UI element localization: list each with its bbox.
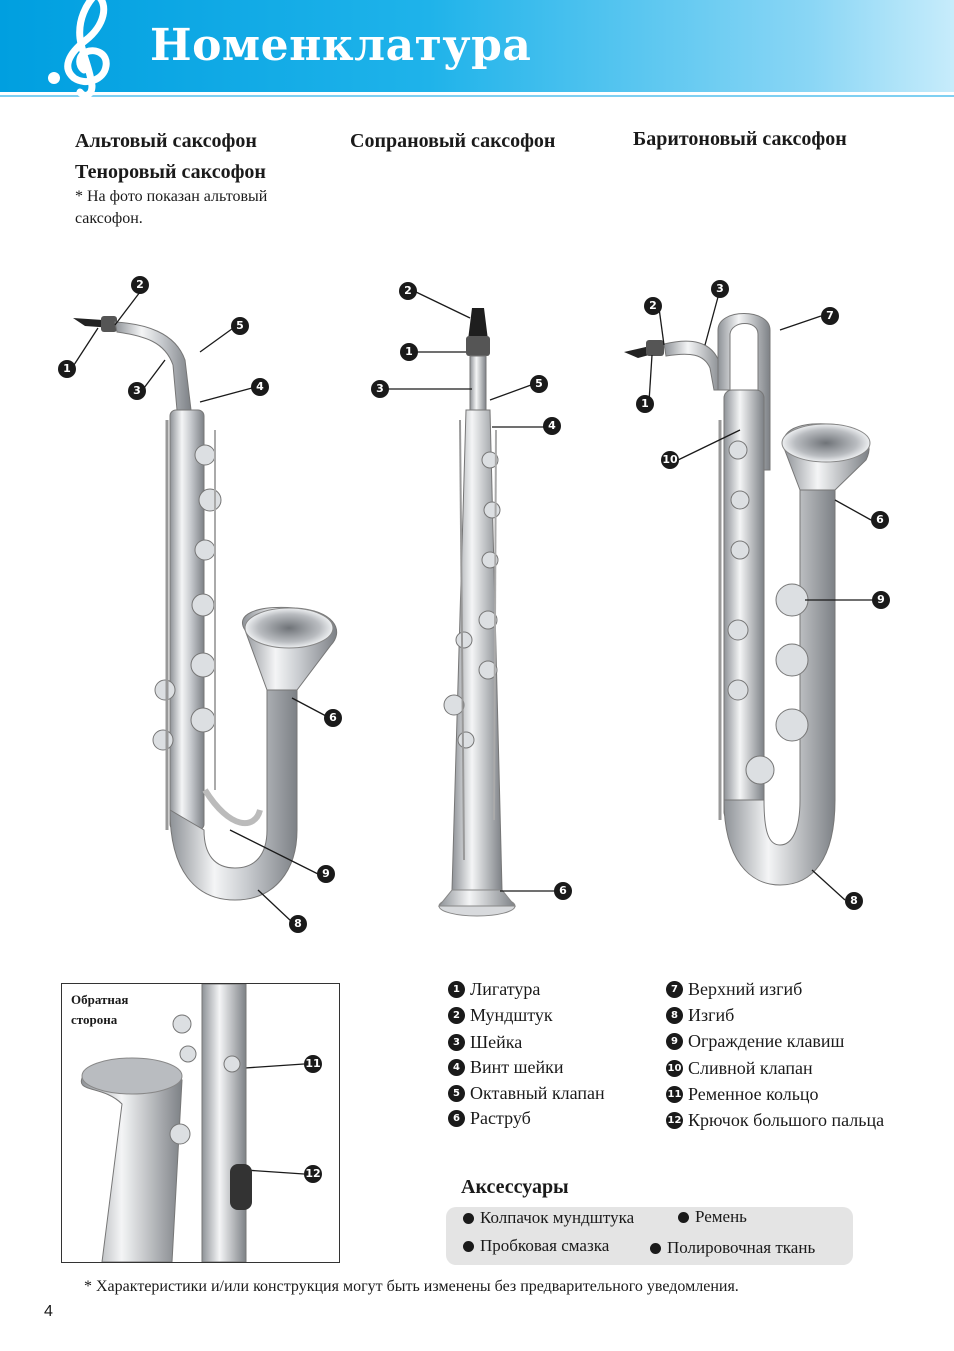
legend-number: 7 [666,981,683,998]
bullet-icon [678,1211,689,1223]
legend-item: 8 Изгиб [666,1005,734,1026]
callout-2: 2 [399,282,417,300]
legend-label: Ограждение клавиш [688,1031,845,1051]
legend-item: 1 Лигатура [448,979,540,1000]
callout-4: 4 [543,417,561,435]
legend-item: 3 Шейка [448,1032,522,1053]
legend-label: Шейка [470,1032,523,1052]
callout-6: 6 [554,882,572,900]
treble-clef-icon [48,0,110,98]
legend-number: 4 [448,1059,465,1076]
legend-number: 12 [666,1112,683,1129]
back-view-panel: Обратная сторона [61,983,340,1263]
accessory-label: Полировочная ткань [667,1238,816,1257]
tenor-title: Теноровый саксофон [75,161,266,183]
callout-9: 9 [317,865,335,883]
baritone-saxophone-image [624,313,871,886]
page-title: Номенклатура [150,20,532,71]
legend-item: 6 Раструб [448,1108,531,1129]
footnote: * Характеристики и/или конструкция могут… [84,1278,739,1295]
callout-1: 1 [400,343,418,361]
callout-6: 6 [324,709,342,727]
accessory-item: Пробковая смазка [463,1236,609,1256]
bullet-icon [463,1212,474,1224]
callout-9: 9 [872,591,890,609]
callout-10: 10 [661,451,679,469]
callout-3: 3 [128,382,146,400]
bullet-icon [650,1242,661,1254]
legend-number: 11 [666,1086,683,1103]
legend-item: 12 Крючок большого пальца [666,1110,884,1131]
legend-number: 6 [448,1110,465,1127]
callout-12: 12 [304,1165,322,1183]
back-view-label: Обратная сторона [71,992,129,1027]
legend-number: 5 [448,1085,465,1102]
header-banner [0,0,954,92]
legend-label: Верхний изгиб [688,979,803,999]
soprano-title: Сопрановый саксофон [350,130,556,152]
callout-5: 5 [530,375,548,393]
legend-item: 7 Верхний изгиб [666,979,802,1000]
alto-note: * На фото показан альтовый саксофон. [75,188,268,227]
accessory-label: Ремень [695,1207,747,1226]
accessory-item: Колпачок мундштука [463,1208,634,1228]
legend-number: 2 [448,1007,465,1024]
callout-2: 2 [131,276,149,294]
legend-item: 10 Сливной клапан [666,1058,813,1079]
accessory-label: Колпачок мундштука [480,1208,635,1227]
legend-item: 4 Винт шейки [448,1057,564,1078]
back-view-image [80,984,252,1262]
legend-label: Крючок большого пальца [688,1110,885,1130]
callout-8: 8 [845,892,863,910]
baritone-title: Баритоновый саксофон [633,128,847,150]
callout-3: 3 [711,280,729,298]
accessory-item: Полировочная ткань [650,1238,815,1258]
callout-7: 7 [821,307,839,325]
legend-item: 5 Октавный клапан [448,1083,605,1104]
accessory-label: Пробковая смазка [480,1236,610,1255]
callout-6: 6 [871,511,889,529]
accessories-title: Аксессуары [461,1176,569,1198]
soprano-saxophone-image [437,308,517,917]
callout-4: 4 [251,378,269,396]
bullet-icon [463,1240,474,1252]
legend-label: Мундштук [470,1005,553,1025]
legend-label: Ременное кольцо [688,1084,819,1104]
accessories-box [446,1207,853,1265]
legend-number: 1 [448,981,465,998]
legend-label: Винт шейки [470,1057,564,1077]
legend-label: Сливной клапан [688,1058,813,1078]
header-divider [0,95,954,97]
legend-number: 8 [666,1007,683,1024]
legend-item: 2 Мундштук [448,1005,553,1026]
legend-label: Раструб [470,1108,531,1128]
callout-8: 8 [289,915,307,933]
callout-5: 5 [231,317,249,335]
callout-1: 1 [636,395,654,413]
legend-item: 9 Ограждение клавиш [666,1031,844,1052]
callout-1: 1 [58,360,76,378]
alto-title: Альтовый саксофон [75,130,257,152]
legend-number: 9 [666,1033,683,1050]
callout-11: 11 [304,1055,322,1073]
callout-3: 3 [371,380,389,398]
page-number: 4 [44,1303,53,1320]
legend-number: 10 [666,1060,683,1077]
legend-label: Лигатура [470,979,541,999]
accessory-item: Ремень [678,1207,747,1227]
legend-label: Изгиб [688,1005,735,1025]
legend-number: 3 [448,1034,465,1051]
legend-item: 11 Ременное кольцо [666,1084,819,1105]
callout-2: 2 [644,297,662,315]
legend-label: Октавный клапан [470,1083,605,1103]
